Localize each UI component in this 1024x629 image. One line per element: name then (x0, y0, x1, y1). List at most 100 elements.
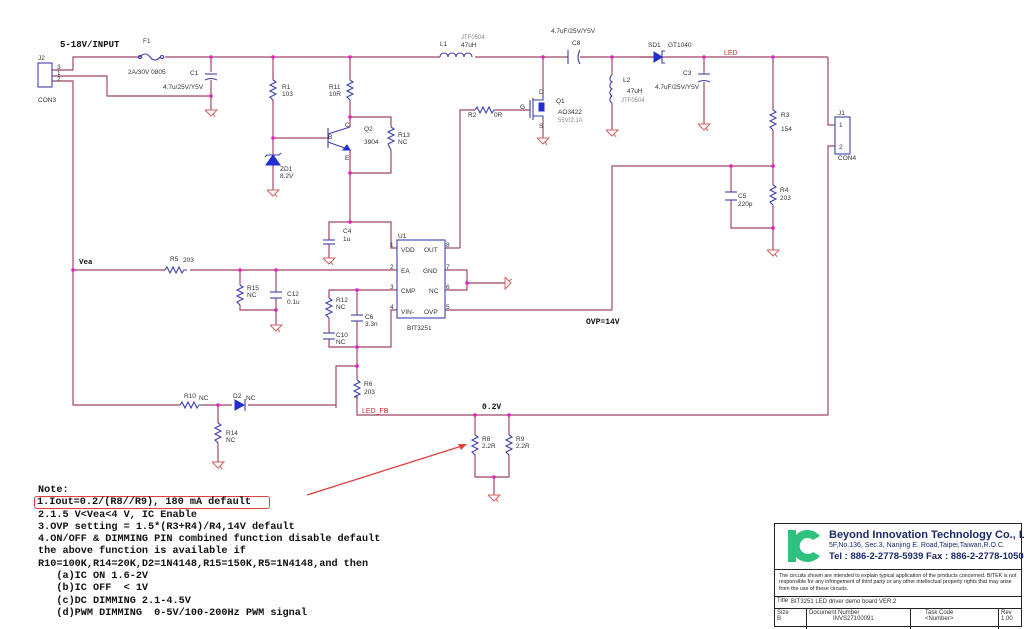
inductor-l2-symbol (609, 74, 614, 104)
c1-ref: C1 (190, 70, 199, 77)
c1-value: 4.7u/25V/Y5V (163, 84, 204, 91)
r10-value: NC (199, 395, 209, 402)
u1-pin-name: NC (429, 288, 439, 295)
doc-number-cell: Document Number INVS27100091 (807, 609, 911, 629)
l1-part: JTF0504 (461, 35, 485, 41)
note-line: 1.Iout=0.2/(R8//R9), 180 mA default (34, 496, 270, 510)
sd1-value: GT1040 (668, 42, 692, 49)
note-line-highlighted: 1.Iout=0.2/(R8//R9), 180 mA default (34, 496, 380, 510)
f1-value: 2A/30V 0805 (128, 69, 166, 76)
fuse-f1-symbol (139, 53, 161, 61)
r10-ref: R10 (184, 393, 196, 400)
r5-ref: R5 (170, 256, 179, 263)
c3-ref: C3 (683, 70, 692, 77)
resistor-symbols (164, 79, 778, 456)
wire (445, 269, 468, 291)
wires (52, 56, 835, 495)
u1-pin-name: EA (401, 268, 410, 275)
doc-number-key: Document Number (809, 610, 860, 616)
design-notes: Note:1.Iout=0.2/(R8//R9), 180 mA default… (34, 485, 381, 620)
c10-ref: C10 (336, 332, 348, 339)
resistor-r6-symbol (352, 379, 362, 398)
c6-ref: C6 (365, 314, 374, 321)
c6-value: 3.3n (365, 321, 378, 328)
diode-sd1-symbol (640, 50, 665, 64)
resistor-r15-symbol (235, 284, 245, 306)
resistor-r14-symbol (213, 422, 223, 444)
c8-value: 4.7uF/25V/Y5V (551, 28, 596, 35)
l2-part: JTF0504 (621, 98, 645, 104)
mosfet-q1-symbol (529, 95, 545, 120)
r8-value: 2.2R (482, 443, 496, 450)
r14-ref: R14 (226, 430, 238, 437)
title-key: Title (777, 598, 789, 604)
r15-value: NC (247, 292, 257, 299)
u1-pin-num: 6 (446, 284, 450, 291)
r2-value: 0R (494, 112, 503, 119)
j2-pin: 2 (57, 76, 61, 83)
wire (474, 455, 510, 478)
net-label-sense-voltage: 0.2V (482, 403, 501, 412)
size-cell: Size B (775, 609, 807, 629)
resistor-r3-symbol (768, 109, 778, 131)
company-logo-icon (788, 530, 820, 562)
u1-pin-name: OVP (424, 309, 438, 316)
r9-ref: R9 (516, 436, 525, 443)
capacitor-symbols (270, 49, 737, 340)
r11-ref: R11 (329, 84, 341, 91)
input-voltage-label: 5-18V/INPUT (60, 40, 120, 50)
rev-cell: Rev 1.00 (999, 609, 1023, 629)
doc-number-value: INVS27100091 (833, 616, 874, 622)
j1-pin: 1 (839, 122, 843, 129)
resistor-r10-symbol (179, 400, 203, 410)
task-code-cell: Task Code <Number> (911, 609, 999, 629)
u1-pin-name: OUT (424, 247, 438, 254)
u1-pin-num: 1 (390, 242, 394, 249)
company-phone-fax: Tel : 886-2-2778-5939 Fax : 886-2-2778-1… (829, 551, 1024, 562)
note-line: the above function is available if (38, 546, 246, 558)
sd1-ref: SD1 (648, 42, 661, 49)
task-code-value: <Number> (925, 616, 954, 622)
f1-ref: F1 (143, 38, 151, 45)
q1-ref: Q1 (556, 98, 565, 105)
wire (328, 289, 357, 298)
transistor-q2-symbol (327, 126, 351, 151)
annotation-arrow (306, 444, 467, 496)
size-key: Size (777, 610, 789, 616)
resistor-r4-symbol (768, 184, 778, 206)
company-address: 5F,No.136, Sec.3, Nanjing E. Road,Taipei… (829, 542, 1005, 549)
q2-pin-c: C (345, 122, 350, 129)
u1-pin-num: 8 (446, 242, 450, 249)
connector-j2-body (37, 62, 53, 88)
r4-value: 203 (780, 195, 791, 202)
r1-value: 103 (282, 91, 293, 98)
q1-pin-d: D (539, 89, 544, 96)
diode-d2-symbol (234, 399, 246, 411)
d2-value: NC (246, 395, 256, 402)
task-code-key: Task Code (925, 610, 954, 616)
ground-symbols (204, 109, 781, 503)
wire-vea-left (52, 80, 180, 406)
r8-ref: R8 (482, 436, 491, 443)
capacitor-c1-plate (204, 77, 218, 81)
r3-ref: R3 (781, 112, 790, 119)
wire-r13 (350, 150, 392, 174)
j1-type: CON4 (838, 155, 856, 162)
wire-d2 (335, 365, 357, 408)
drawing-title: BIT3251 LED driver demo board VER.2 (791, 599, 897, 605)
note-line: 4.ON/OFF & DIMMING PIN combined function… (38, 534, 381, 546)
q1-value: AO3422 (558, 109, 582, 116)
notes-heading: Note: (38, 485, 69, 496)
r1-ref: R1 (282, 84, 291, 91)
wire (239, 305, 276, 311)
junctions (71, 55, 775, 479)
resistor-r11-symbol (345, 79, 355, 101)
rev-value: 1.00 (1001, 616, 1013, 622)
c10-value: NC (336, 339, 346, 346)
l1-ref: L1 (440, 41, 448, 48)
wire-j1-pin1 (827, 57, 835, 126)
r6-value: 203 (364, 389, 375, 396)
r4-ref: R4 (780, 187, 789, 194)
u1-pin-num: 2 (390, 264, 394, 271)
